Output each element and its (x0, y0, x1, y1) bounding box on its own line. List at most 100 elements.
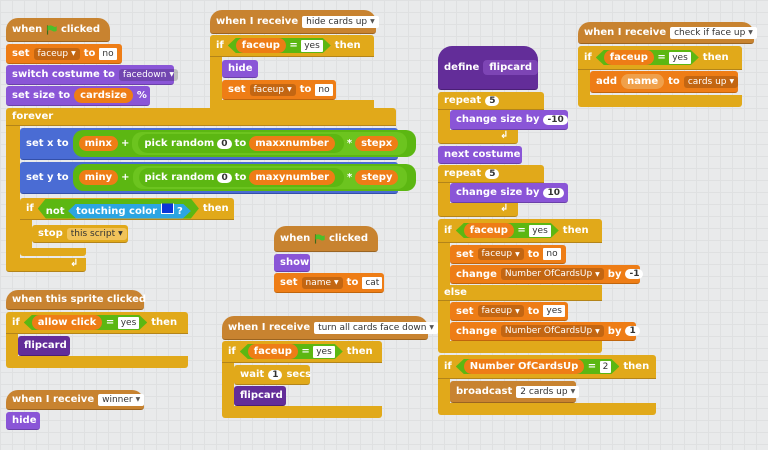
touching-color-sensor[interactable]: touching color ? (68, 204, 191, 219)
set-variable-block[interactable]: set faceup to no (6, 44, 122, 64)
when-receive-hat[interactable]: when I receive hide cards up (210, 10, 379, 34)
set-x-block[interactable]: set x to minx + pick random 0 to maxxnum… (20, 128, 417, 160)
plus-operator[interactable]: minx + pick random 0 to maxxnumber * ste… (72, 130, 417, 157)
maxynumber-reporter[interactable]: maxynumber (249, 170, 336, 185)
repeat-count-input[interactable]: 5 (485, 95, 500, 106)
repeat-block[interactable]: repeat 5 (438, 165, 544, 183)
broadcast-block[interactable]: broadcast 2 cards up (450, 381, 580, 403)
random-min-input[interactable]: 0 (217, 138, 232, 149)
change-size-block[interactable]: change size by 10 (450, 183, 568, 203)
allow-click-reporter[interactable]: allow click (32, 315, 103, 330)
cardsize-reporter[interactable]: cardsize (74, 88, 133, 103)
costume-dropdown[interactable]: facedown (118, 68, 178, 81)
variable-dropdown[interactable]: Number OfCardsUp (500, 325, 604, 337)
maxxnumber-reporter[interactable]: maxxnumber (249, 136, 335, 151)
set-variable-block[interactable]: set name to cat (274, 273, 384, 293)
value-input[interactable]: cat (362, 276, 383, 289)
set-variable-block[interactable]: set faceup to yes (450, 302, 568, 321)
size-input[interactable]: -10 (543, 114, 568, 125)
switch-costume-block[interactable]: switch costume to facedown (6, 65, 178, 85)
equals-operator[interactable]: faceup = yes (596, 50, 699, 65)
broadcast-message-dropdown[interactable]: 2 cards up (516, 385, 580, 398)
change-amount-input[interactable]: 1 (625, 326, 640, 336)
when-flag-clicked-hat[interactable]: when clicked (6, 18, 110, 42)
set-size-block[interactable]: set size to cardsize % (6, 86, 150, 106)
equals-operator[interactable]: Number OfCardsUp = 2 (456, 359, 620, 374)
message-dropdown[interactable]: turn all cards face down (314, 321, 439, 334)
when-receive-hat[interactable]: when I receive winner (6, 390, 145, 410)
change-variable-block[interactable]: change Number OfCardsUp by -1 (450, 265, 644, 284)
stepy-reporter[interactable]: stepy (355, 170, 399, 185)
if-block[interactable]: if faceup = yes then (222, 341, 382, 363)
value-input[interactable]: yes (669, 52, 691, 64)
seconds-input[interactable]: 1 (268, 369, 283, 380)
value-input[interactable]: yes (118, 317, 140, 329)
when-flag-clicked-hat[interactable]: when clicked (274, 226, 378, 252)
hide-block[interactable]: hide (222, 60, 258, 78)
multiply-operator[interactable]: pick random 0 to maxxnumber * stepx (132, 132, 408, 155)
equals-operator[interactable]: faceup = yes (456, 223, 559, 238)
message-dropdown[interactable]: check if face up (670, 26, 757, 39)
variable-dropdown[interactable]: name (301, 276, 343, 289)
not-operator[interactable]: not touching color ? (38, 199, 199, 219)
equals-operator[interactable]: faceup = yes (228, 38, 331, 53)
define-block[interactable]: define flipcard (438, 46, 539, 90)
name-reporter[interactable]: name (621, 74, 665, 89)
repeat-count-input[interactable]: 5 (485, 168, 500, 179)
list-dropdown[interactable]: cards up (683, 75, 739, 88)
next-costume-block[interactable]: next costume (438, 146, 522, 164)
flipcard-call-block[interactable]: flipcard (18, 336, 70, 356)
if-block[interactable]: if Number OfCardsUp = 2 then (438, 355, 656, 379)
value-input[interactable]: yes (529, 225, 551, 237)
miny-reporter[interactable]: miny (78, 170, 119, 185)
variable-dropdown[interactable]: Number OfCardsUp (500, 268, 604, 280)
value-input[interactable]: no (543, 248, 561, 260)
if-else-block[interactable]: if faceup = yes then (438, 219, 602, 243)
forever-block[interactable]: forever (6, 108, 396, 126)
variable-dropdown[interactable]: faceup (477, 248, 524, 260)
plus-operator[interactable]: miny + pick random 0 to maxynumber * ste… (72, 164, 417, 191)
add-to-list-block[interactable]: add name to cards up (590, 71, 739, 93)
wait-block[interactable]: wait 1 secs (234, 365, 311, 385)
equals-operator[interactable]: allow click = yes (24, 315, 147, 330)
value-input[interactable]: yes (543, 305, 565, 317)
show-block[interactable]: show (274, 254, 310, 272)
value-input[interactable]: yes (301, 40, 323, 52)
if-block[interactable]: if allow click = yes then (6, 312, 188, 334)
stop-option-dropdown[interactable]: this script (66, 227, 127, 240)
pick-random-operator[interactable]: pick random 0 to maxxnumber (138, 134, 344, 153)
color-swatch[interactable] (161, 201, 174, 214)
if-block[interactable]: if not touching color ? then (20, 198, 234, 220)
if-block[interactable]: if faceup = yes then (210, 35, 374, 57)
variable-dropdown[interactable]: faceup (33, 47, 80, 60)
multiply-operator[interactable]: pick random 0 to maxynumber * stepy (132, 166, 408, 189)
faceup-reporter[interactable]: faceup (604, 50, 654, 65)
random-min-input[interactable]: 0 (217, 172, 232, 183)
stepx-reporter[interactable]: stepx (355, 136, 399, 151)
hide-block[interactable]: hide (6, 412, 40, 430)
when-receive-hat[interactable]: when I receive turn all cards face down (222, 316, 439, 340)
set-variable-block[interactable]: set faceup to no (222, 80, 336, 100)
value-input[interactable]: no (99, 47, 117, 60)
set-y-block[interactable]: set y to miny + pick random 0 to maxynum… (20, 162, 417, 194)
procedure-name[interactable]: flipcard (483, 60, 539, 75)
variable-dropdown[interactable]: faceup (249, 83, 296, 96)
faceup-reporter[interactable]: faceup (248, 344, 298, 359)
change-variable-block[interactable]: change Number OfCardsUp by 1 (450, 322, 640, 341)
variable-dropdown[interactable]: faceup (477, 305, 524, 317)
message-dropdown[interactable]: hide cards up (302, 15, 379, 28)
pick-random-operator[interactable]: pick random 0 to maxynumber (138, 168, 345, 187)
size-input[interactable]: 10 (543, 187, 565, 198)
value-input[interactable]: no (315, 83, 333, 96)
minx-reporter[interactable]: minx (78, 136, 118, 151)
stop-block[interactable]: stop this script (32, 225, 128, 243)
if-block[interactable]: if faceup = yes then (578, 46, 742, 70)
when-sprite-clicked-hat[interactable]: when this sprite clicked (6, 290, 146, 310)
faceup-reporter[interactable]: faceup (236, 38, 286, 53)
flipcard-call-block[interactable]: flipcard (234, 386, 286, 406)
faceup-reporter[interactable]: faceup (464, 223, 514, 238)
change-amount-input[interactable]: -1 (625, 269, 644, 279)
number-of-cards-up-reporter[interactable]: Number OfCardsUp (464, 359, 585, 374)
value-input[interactable]: 2 (600, 361, 612, 373)
set-variable-block[interactable]: set faceup to no (450, 245, 566, 264)
